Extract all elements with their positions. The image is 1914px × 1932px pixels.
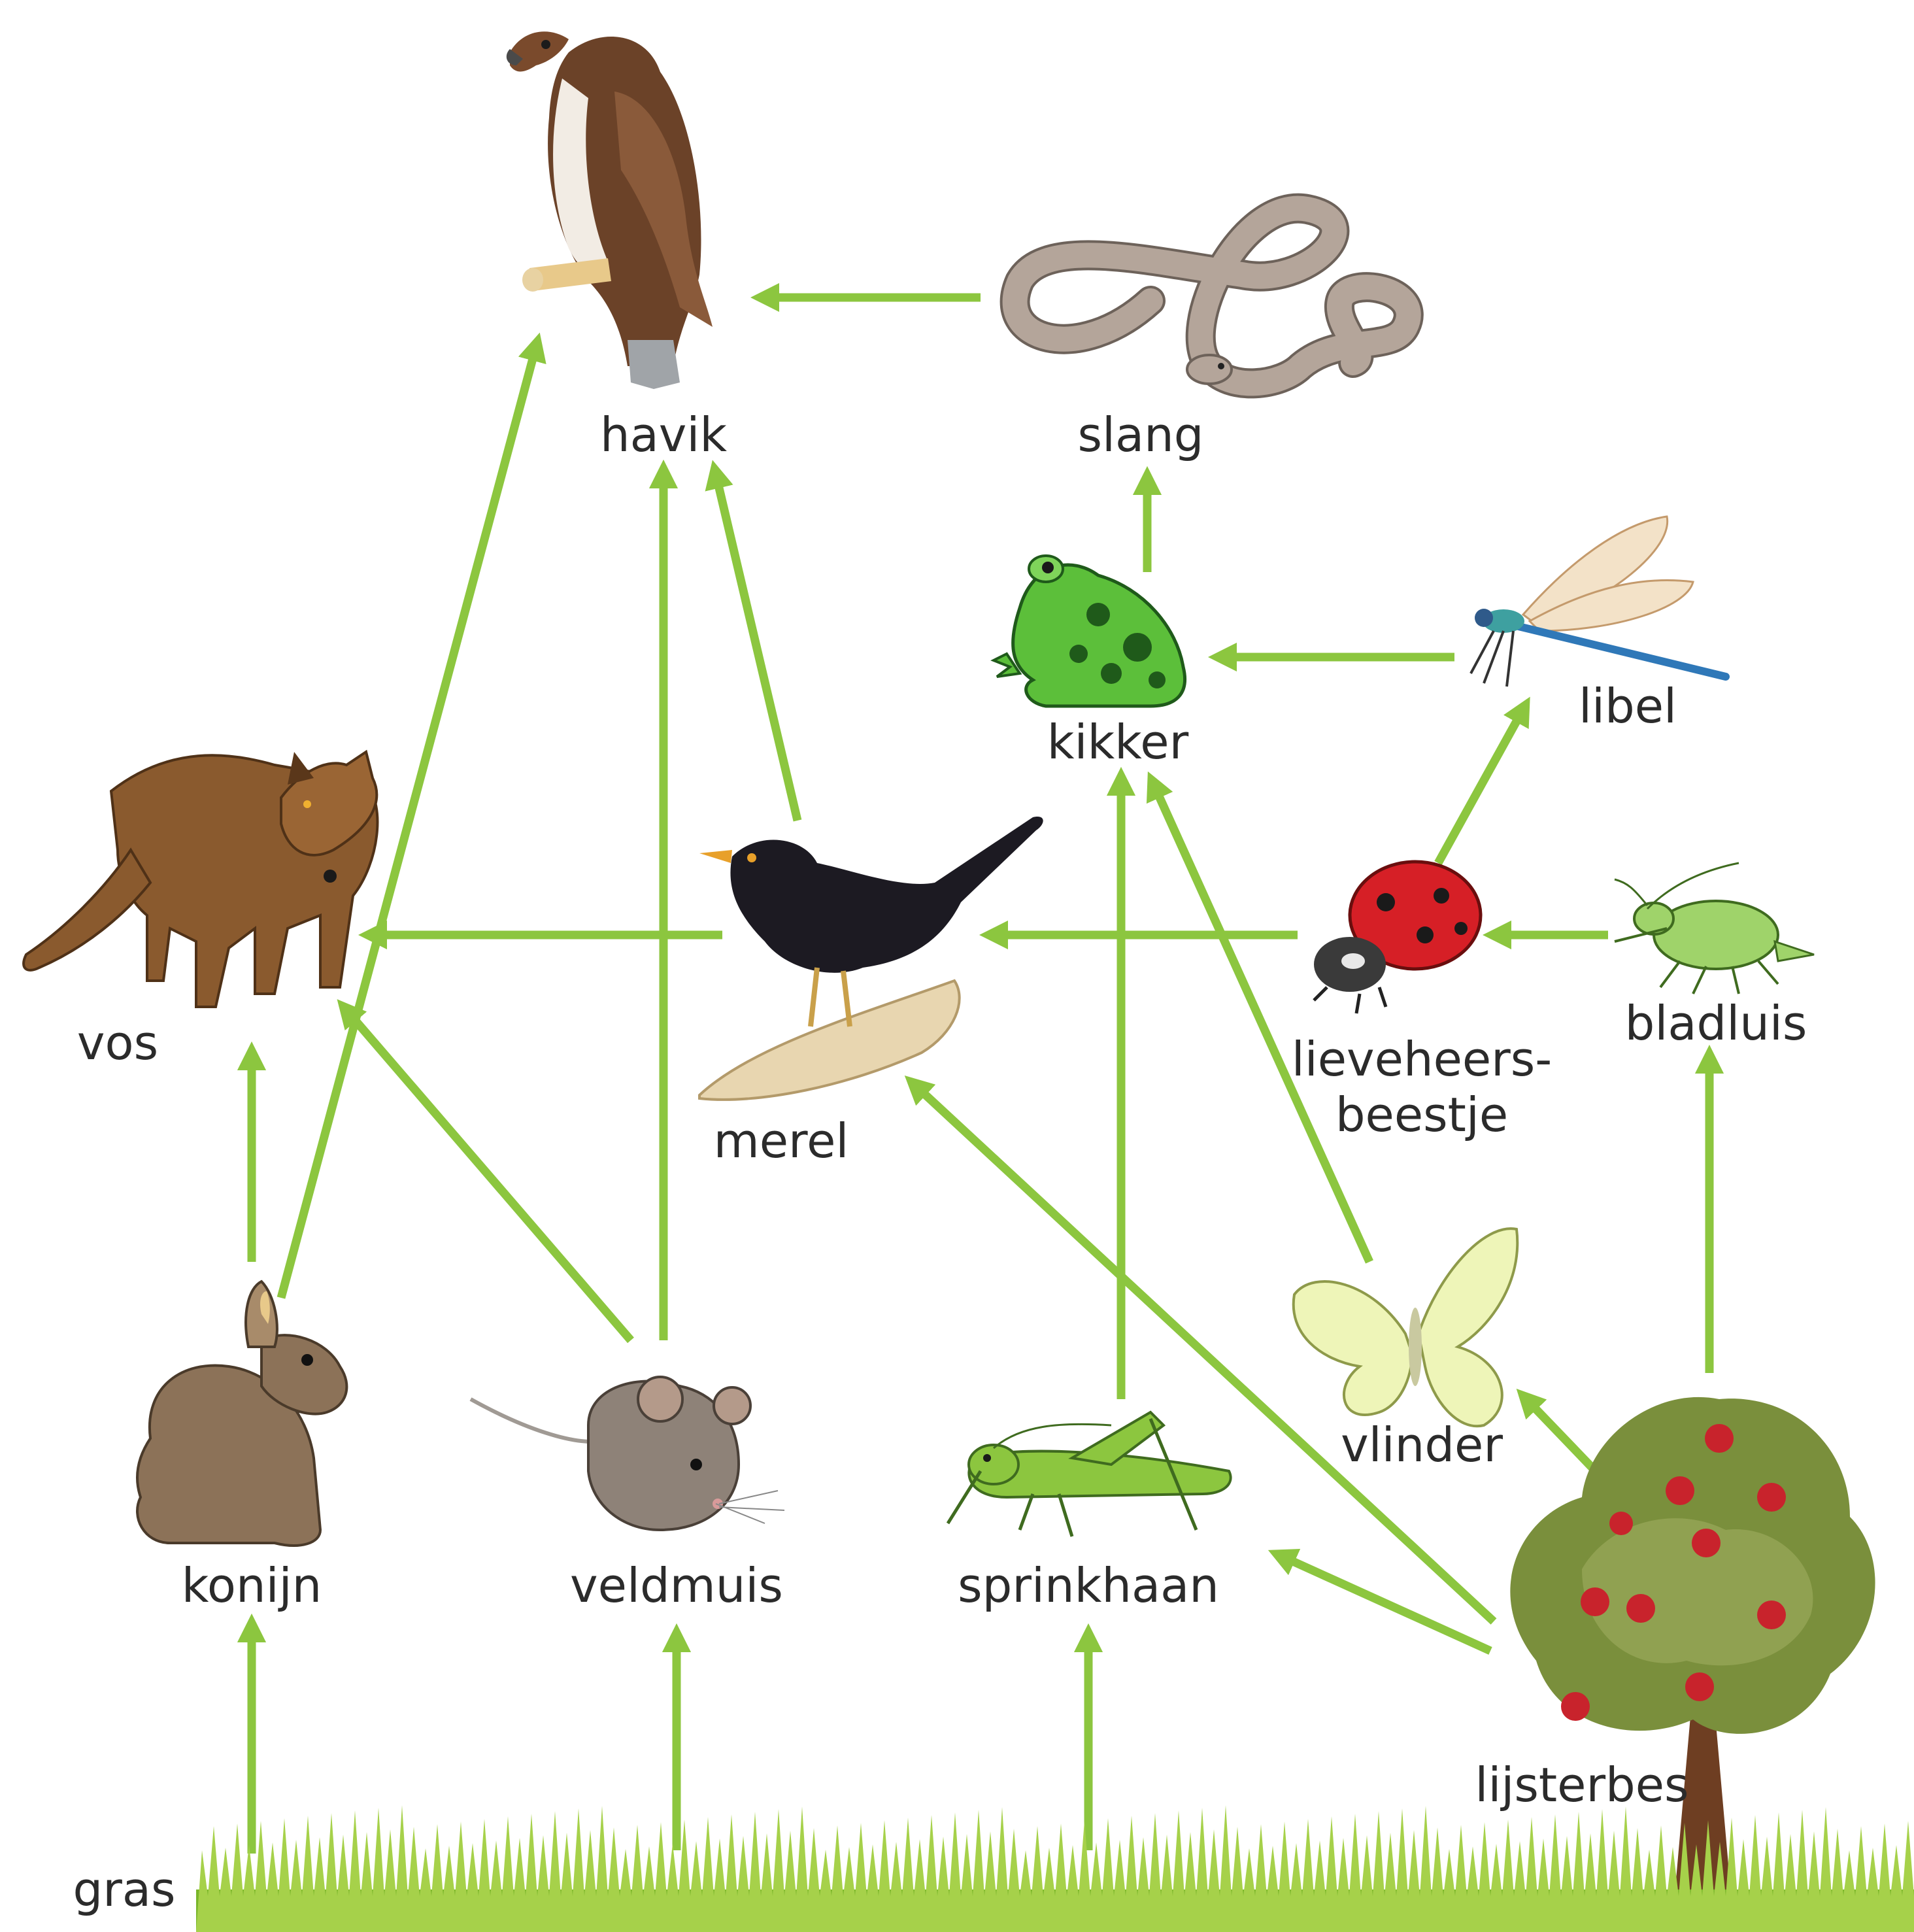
- label-vos: vos: [77, 1015, 158, 1070]
- snake-icon: [1015, 209, 1409, 384]
- label-lieveheersbeestje-2: beestje: [1335, 1087, 1508, 1142]
- arrow-lieveheersbeestje-libel: [1438, 709, 1523, 863]
- arrow-merel-havik: [716, 474, 798, 821]
- grasshopper-icon: [948, 1412, 1231, 1536]
- frog-icon: [994, 556, 1185, 706]
- label-konijn: konijn: [182, 1558, 322, 1613]
- grass-icon: [196, 1805, 1914, 1932]
- rabbit-icon: [137, 1281, 346, 1546]
- label-gras: gras: [73, 1862, 176, 1917]
- label-havik: havik: [600, 407, 727, 462]
- blackbird-icon: [699, 817, 1043, 1100]
- aphid-icon: [1615, 863, 1814, 994]
- label-bladluis: bladluis: [1625, 996, 1807, 1051]
- label-libel: libel: [1579, 679, 1677, 734]
- butterfly-icon: [1294, 1229, 1518, 1426]
- arrow-lijsterbes-sprinkhaan: [1281, 1556, 1490, 1651]
- ladybug-icon: [1314, 862, 1481, 1013]
- label-veldmuis: veldmuis: [570, 1558, 783, 1613]
- label-sprinkhaan: sprinkhaan: [958, 1558, 1219, 1613]
- dragonfly-icon: [1471, 517, 1726, 686]
- hawk-icon: [507, 31, 713, 389]
- arrow-vlinder-kikker: [1154, 785, 1369, 1262]
- label-kikker: kikker: [1047, 715, 1189, 770]
- mouse-icon: [471, 1377, 784, 1530]
- label-vlinder: vlinder: [1341, 1417, 1503, 1472]
- label-slang: slang: [1078, 407, 1204, 462]
- label-lieveheersbeestje-1: lieveheers-: [1292, 1032, 1553, 1087]
- arrow-veldmuis-vos: [346, 1010, 631, 1340]
- label-merel: merel: [714, 1113, 849, 1168]
- fox-icon: [24, 752, 377, 1007]
- label-lijsterbes: lijsterbes: [1475, 1757, 1688, 1812]
- rowan-tree-icon: [1510, 1397, 1875, 1909]
